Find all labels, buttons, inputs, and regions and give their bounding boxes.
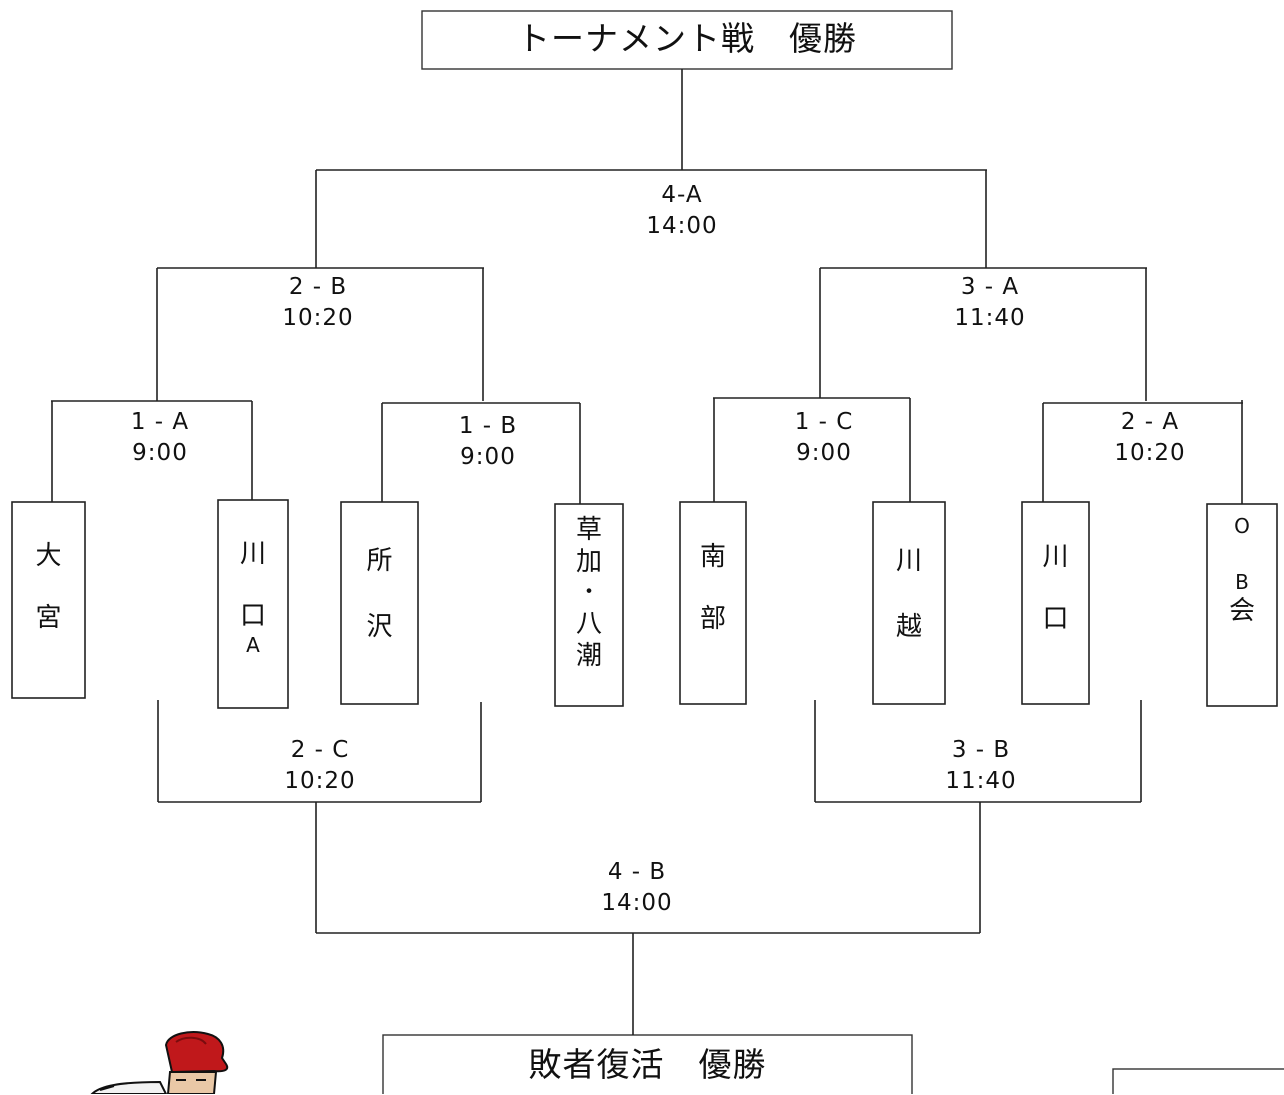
team-ob: O B 会 <box>1207 513 1277 627</box>
match-id: 2 - A <box>1120 409 1180 435</box>
match-cons-final: 4 - B 14:00 <box>537 857 737 919</box>
team-char: 口 <box>1042 604 1069 634</box>
team-char: 越 <box>895 612 922 642</box>
match-id: 3 - B <box>951 737 1011 763</box>
team-char: 南 <box>699 542 726 572</box>
consolation-title: 敗者復活 優勝 <box>528 1045 767 1084</box>
team-char: 沢 <box>366 612 393 642</box>
match-id: 2 - B <box>288 274 348 300</box>
winner-title: トーナメント戦 優勝 <box>517 19 857 58</box>
team-boxes <box>11 499 1278 709</box>
semi-right-lines <box>819 267 1147 401</box>
team-char: 川 <box>895 546 922 576</box>
match-q4: 2 - A 10:20 <box>1050 407 1250 469</box>
match-semi-right: 3 - A 11:40 <box>890 272 1090 334</box>
team-char: O <box>1234 514 1250 538</box>
team-kawaguchi: 川 口 <box>1022 541 1089 635</box>
match-q2: 1 - B 9:00 <box>388 411 588 473</box>
match-id: 4 - B <box>607 859 667 885</box>
team-tokorozawa: 所 沢 <box>341 545 418 643</box>
team-char: ・ <box>577 580 600 605</box>
team-char: 部 <box>699 604 726 634</box>
match-cons-right: 3 - B 11:40 <box>881 735 1081 797</box>
team-char: 潮 <box>575 641 602 671</box>
team-char: 宮 <box>35 603 62 633</box>
match-time: 10:20 <box>284 768 356 794</box>
team-nanbu: 南 部 <box>680 541 746 635</box>
match-time: 9:00 <box>460 444 516 470</box>
match-id: 1 - A <box>130 409 190 435</box>
match-semi-left: 2 - B 10:20 <box>218 272 418 334</box>
match-final: 4-A 14:00 <box>582 180 782 242</box>
match-time: 11:40 <box>954 305 1026 331</box>
team-char: 大 <box>35 541 62 571</box>
match-id: 3 - A <box>960 274 1020 300</box>
match-time: 11:40 <box>945 768 1017 794</box>
round1-lines <box>51 397 1243 504</box>
team-char: 草 <box>575 515 602 545</box>
team-char: 所 <box>366 546 393 576</box>
winner-title-box <box>421 10 953 70</box>
match-time: 9:00 <box>796 440 852 466</box>
team-char: 川 <box>239 539 266 569</box>
consolation-title-box <box>382 1034 913 1094</box>
match-time: 14:00 <box>601 890 673 916</box>
team-soka-yashio: 草 加 ・ 八 潮 <box>555 514 623 672</box>
match-time: 14:00 <box>646 213 718 239</box>
team-kawaguchi-a: 川 口 A <box>218 538 288 658</box>
team-char: B <box>1235 570 1249 594</box>
match-time: 10:20 <box>1114 440 1186 466</box>
final-lines <box>315 69 987 268</box>
side-box <box>1112 1068 1284 1094</box>
team-kawagoe: 川 越 <box>873 545 945 643</box>
team-char: 加 <box>575 547 602 577</box>
match-id: 1 - B <box>458 413 518 439</box>
match-q3: 1 - C 9:00 <box>724 407 924 469</box>
match-cons-left: 2 - C 10:20 <box>220 735 420 797</box>
match-id: 2 - C <box>290 737 350 763</box>
team-char: 会 <box>1228 596 1255 626</box>
match-id: 1 - C <box>794 409 854 435</box>
baseball-player-icon <box>90 1031 229 1094</box>
match-q1: 1 - A 9:00 <box>60 407 260 469</box>
team-char: 口 <box>239 601 266 631</box>
match-time: 9:00 <box>132 440 188 466</box>
team-omiya: 大 宮 <box>12 540 85 634</box>
team-char: A <box>246 633 260 657</box>
semi-left-lines <box>156 267 484 401</box>
consolation-lines <box>157 700 1142 1035</box>
match-time: 10:20 <box>282 305 354 331</box>
match-id: 4-A <box>661 182 703 208</box>
team-char: 川 <box>1042 542 1069 572</box>
team-char: 八 <box>575 609 602 639</box>
